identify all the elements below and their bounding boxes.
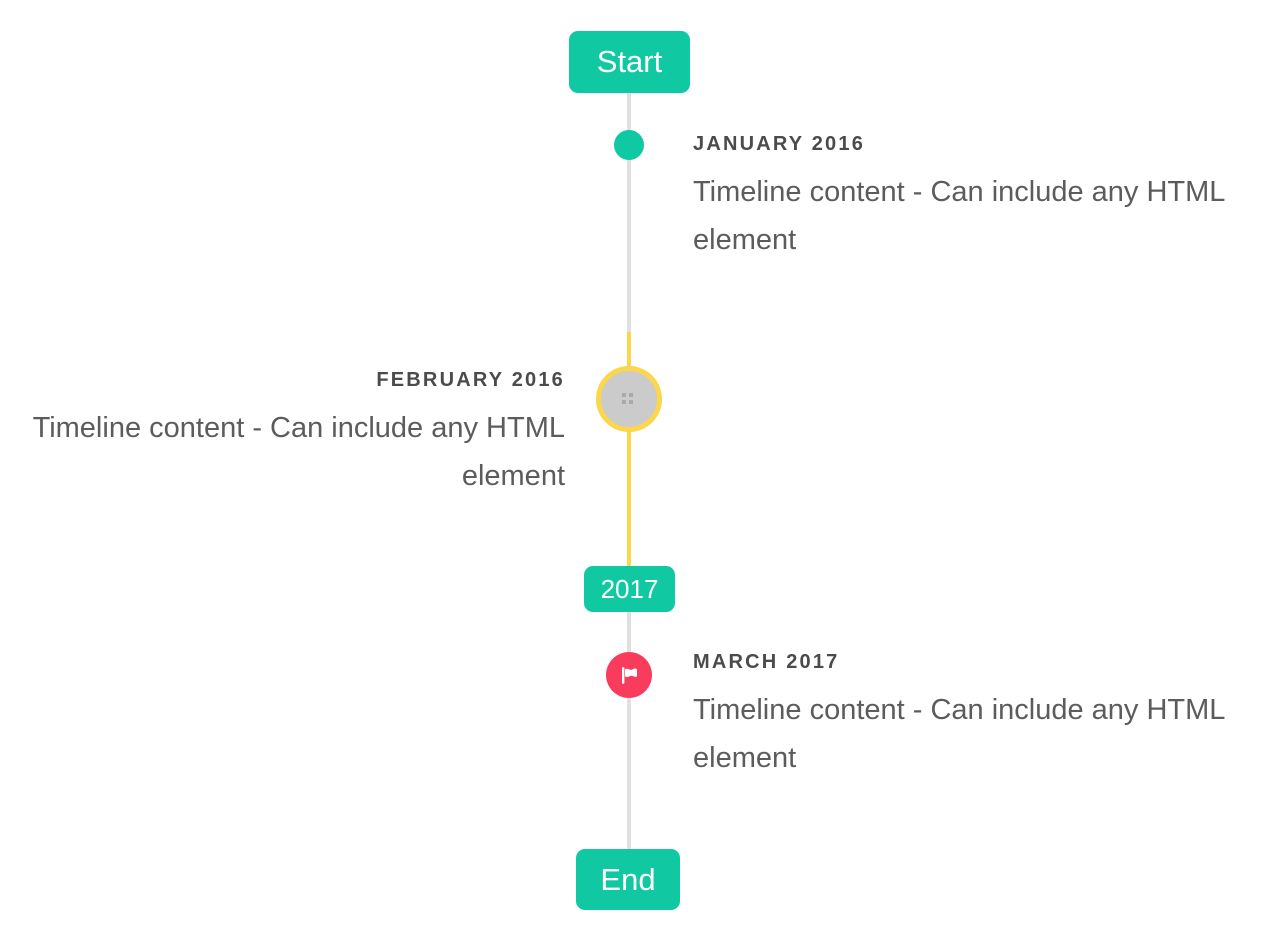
entry-date-label: FEBRUARY 2016 <box>376 369 565 391</box>
timeline-line-segment-highlighted <box>627 332 631 567</box>
year-badge: 2017 <box>584 566 675 612</box>
flag-icon <box>617 663 641 687</box>
entry-content: Timeline content - Can include any HTML … <box>693 176 1225 256</box>
marker-dot-january <box>614 130 644 160</box>
broken-image-icon <box>619 391 639 407</box>
entry-content: Timeline content - Can include any HTML … <box>693 694 1225 774</box>
timeline-entry-january: JANUARY 2016 Timeline content - Can incl… <box>693 128 1228 264</box>
marker-flag-march <box>606 652 652 698</box>
entry-date-label: MARCH 2017 <box>693 651 840 673</box>
timeline-entry-march: MARCH 2017 Timeline content - Can includ… <box>693 646 1228 782</box>
entry-date-label: JANUARY 2016 <box>693 133 866 155</box>
end-badge: End <box>576 849 680 910</box>
start-badge: Start <box>569 31 690 93</box>
timeline-line-segment-top <box>627 93 631 332</box>
timeline-line-segment-bottom <box>627 612 631 852</box>
timeline-entry-february: FEBRUARY 2016 Timeline content - Can inc… <box>30 364 565 500</box>
marker-image-february <box>596 366 662 432</box>
entry-content: Timeline content - Can include any HTML … <box>32 412 565 492</box>
